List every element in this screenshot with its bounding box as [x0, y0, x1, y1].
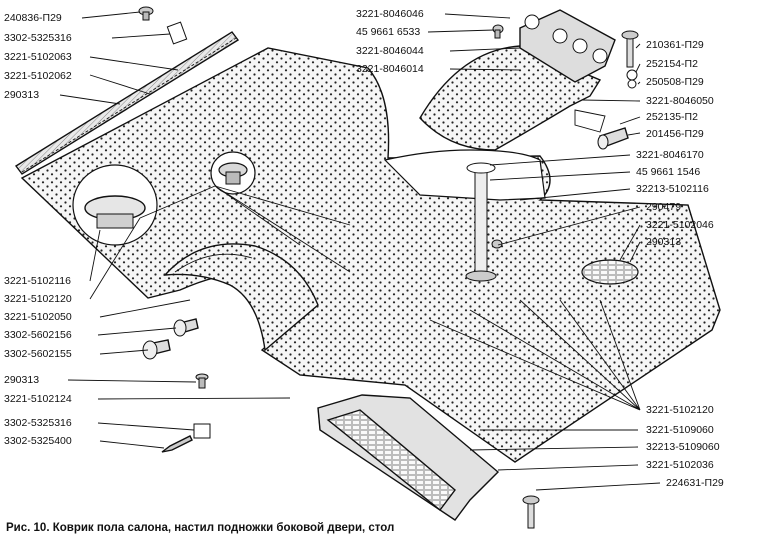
- figure-caption: Рис. 10. Коврик пола салона, настил подн…: [6, 522, 394, 534]
- washer-left: [193, 423, 211, 439]
- callout-3221-5102116: 3221-5102116: [4, 275, 71, 287]
- callout-3221-8046050: 3221-8046050: [646, 95, 714, 107]
- rubber-plug-large: [72, 164, 158, 246]
- bolt-pin-left-2: [142, 339, 171, 360]
- callout-3302-5325400: 3302-5325400: [4, 435, 72, 447]
- callout-290479: 290479: [646, 201, 681, 213]
- callout-45-9661-6533: 45 9661 6533: [356, 26, 420, 38]
- callout-252135-p2: 252135-П2: [646, 111, 698, 123]
- callout-290313-left: 290313: [4, 374, 39, 386]
- edge-trim-strip: [14, 31, 240, 175]
- wheel-arch-cover: [163, 243, 319, 352]
- bolt-right: [597, 127, 629, 150]
- callout-3221-5102063: 3221-5102063: [4, 51, 72, 63]
- callout-3302-5325316-top: 3302-5325316: [4, 32, 72, 44]
- callout-240836-p29: 240836-П29: [4, 12, 62, 24]
- callout-3302-5602156: 3302-5602156: [4, 329, 72, 341]
- callout-3302-5325316-bottom: 3302-5325316: [4, 417, 72, 429]
- screw-top-left: [138, 6, 154, 21]
- callout-3221-5102046: 3221-5102046: [646, 219, 714, 231]
- table-top: [419, 45, 602, 151]
- step-tray: [317, 394, 500, 521]
- callout-3221-5102120-right: 3221-5102120: [646, 404, 714, 416]
- callout-3302-5602155: 3302-5602155: [4, 348, 72, 360]
- callout-290313-top: 290313: [4, 89, 39, 101]
- callout-3221-5109060: 3221-5109060: [646, 424, 714, 436]
- callout-45-9661-1546: 45 9661 1546: [636, 166, 700, 178]
- callout-210361-p29: 210361-П29: [646, 39, 704, 51]
- callout-3221-8046046: 3221-8046046: [356, 8, 424, 20]
- rubber-plug-small: [210, 151, 256, 195]
- grommet: [581, 259, 639, 285]
- callout-3221-5102124: 3221-5102124: [4, 393, 72, 405]
- callout-224631-p29: 224631-П29: [666, 477, 724, 489]
- bolt-pin-left: [173, 318, 199, 337]
- step-cutout: [383, 149, 546, 201]
- callout-32213-5102116: 32213-5102116: [636, 183, 709, 195]
- callout-3221-5102050: 3221-5102050: [4, 311, 72, 323]
- callout-labels: 240836-П29 3302-5325316 3221-5102063 322…: [4, 8, 724, 489]
- screw-top-middle: [492, 24, 504, 39]
- screw-bottom-right: [522, 495, 540, 529]
- callout-3221-5102120-left: 3221-5102120: [4, 293, 72, 305]
- callout-3221-8046044: 3221-8046044: [356, 45, 424, 57]
- callout-3221-8046014: 3221-8046014: [356, 63, 424, 75]
- screw-left: [195, 373, 209, 389]
- self-tapping-screw: [161, 435, 193, 453]
- callout-201456-p29: 201456-П29: [646, 128, 704, 140]
- bolt-top-right: [621, 30, 639, 89]
- callout-250508-p29: 250508-П29: [646, 76, 704, 88]
- table-leg: [465, 162, 497, 282]
- callout-3221-5102062: 3221-5102062: [4, 70, 72, 82]
- callout-3221-5102036: 3221-5102036: [646, 459, 714, 471]
- clip-top-left: [166, 21, 188, 45]
- callout-290313-right: 290313: [646, 236, 681, 248]
- callout-3221-8046170: 3221-8046170: [636, 149, 704, 161]
- callout-252154-p2: 252154-П2: [646, 58, 698, 70]
- leader-lines: [59, 11, 661, 491]
- callout-32213-5109060: 32213-5109060: [646, 441, 720, 453]
